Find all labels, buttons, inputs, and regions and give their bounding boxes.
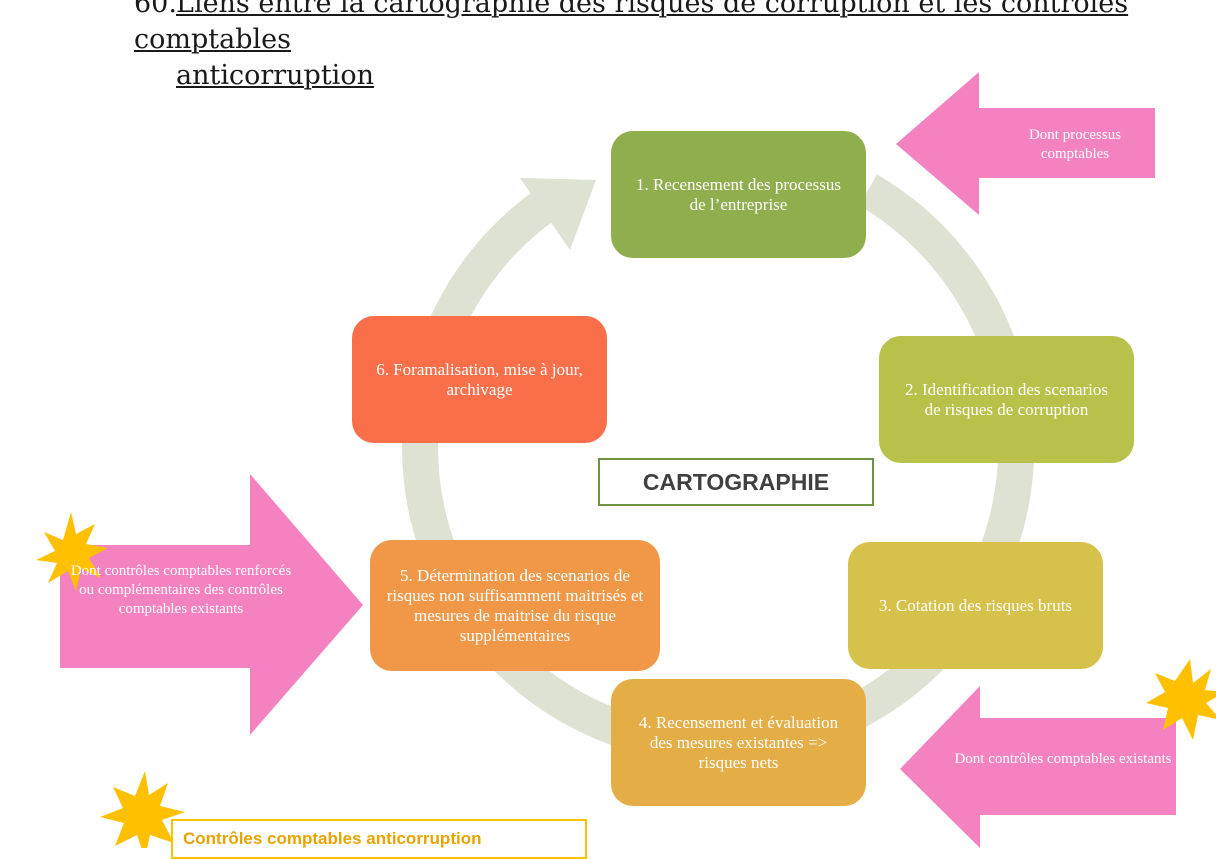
callout-top-right-text: Dont processus comptables <box>1028 127 1122 162</box>
section-heading: 60.Liens entre la cartographie des risqu… <box>134 0 1194 94</box>
legend-box: Contrôles comptables anticorruption <box>171 819 587 859</box>
step-2-box: 2. Identification des scenarios de risqu… <box>879 336 1134 463</box>
legend-label: Contrôles comptables anticorruption <box>183 829 482 848</box>
step-5-box: 5. Détermination des scenarios de risque… <box>370 540 660 671</box>
step-6-box: 6. Foramalisation, mise à jour, archivag… <box>352 316 607 443</box>
section-number: 60. <box>134 0 177 19</box>
callout-arrow-top-right <box>896 72 1155 215</box>
callout-bottom-right-text: Dont contrôles comptables existants <box>954 751 1172 767</box>
cycle-arrowhead-icon <box>520 178 596 250</box>
section-title-line2: anticorruption <box>176 60 374 91</box>
step-4-box: 4. Recensement et évaluation des mesures… <box>611 679 866 806</box>
step-2-label: 2. Identification des scenarios de risqu… <box>905 379 1108 419</box>
step-6-label: 6. Foramalisation, mise à jour, archivag… <box>376 359 583 399</box>
starburst-bottom-right-icon <box>1146 659 1216 740</box>
callout-left-text: Dont contrôles comptables renforcés ou c… <box>70 563 292 617</box>
section-title-line1: Liens entre la cartographie des risques … <box>134 0 1129 55</box>
step-1-label: 1. Recensement des processus de l’entrep… <box>636 174 841 214</box>
step-3-label: 3. Cotation des risques bruts <box>878 595 1073 615</box>
callout-arrow-left <box>60 474 363 735</box>
center-label: CARTOGRAPHIE <box>598 458 874 506</box>
starburst-left-icon <box>36 512 108 591</box>
step-1-box: 1. Recensement des processus de l’entrep… <box>611 131 866 258</box>
step-5-label: 5. Détermination des scenarios de risque… <box>386 565 644 645</box>
callout-arrow-bottom-right <box>900 686 1176 848</box>
step-3-box: 3. Cotation des risques bruts <box>848 542 1103 669</box>
starburst-legend-icon <box>100 771 185 848</box>
step-4-label: 4. Recensement et évaluation des mesures… <box>638 712 839 772</box>
